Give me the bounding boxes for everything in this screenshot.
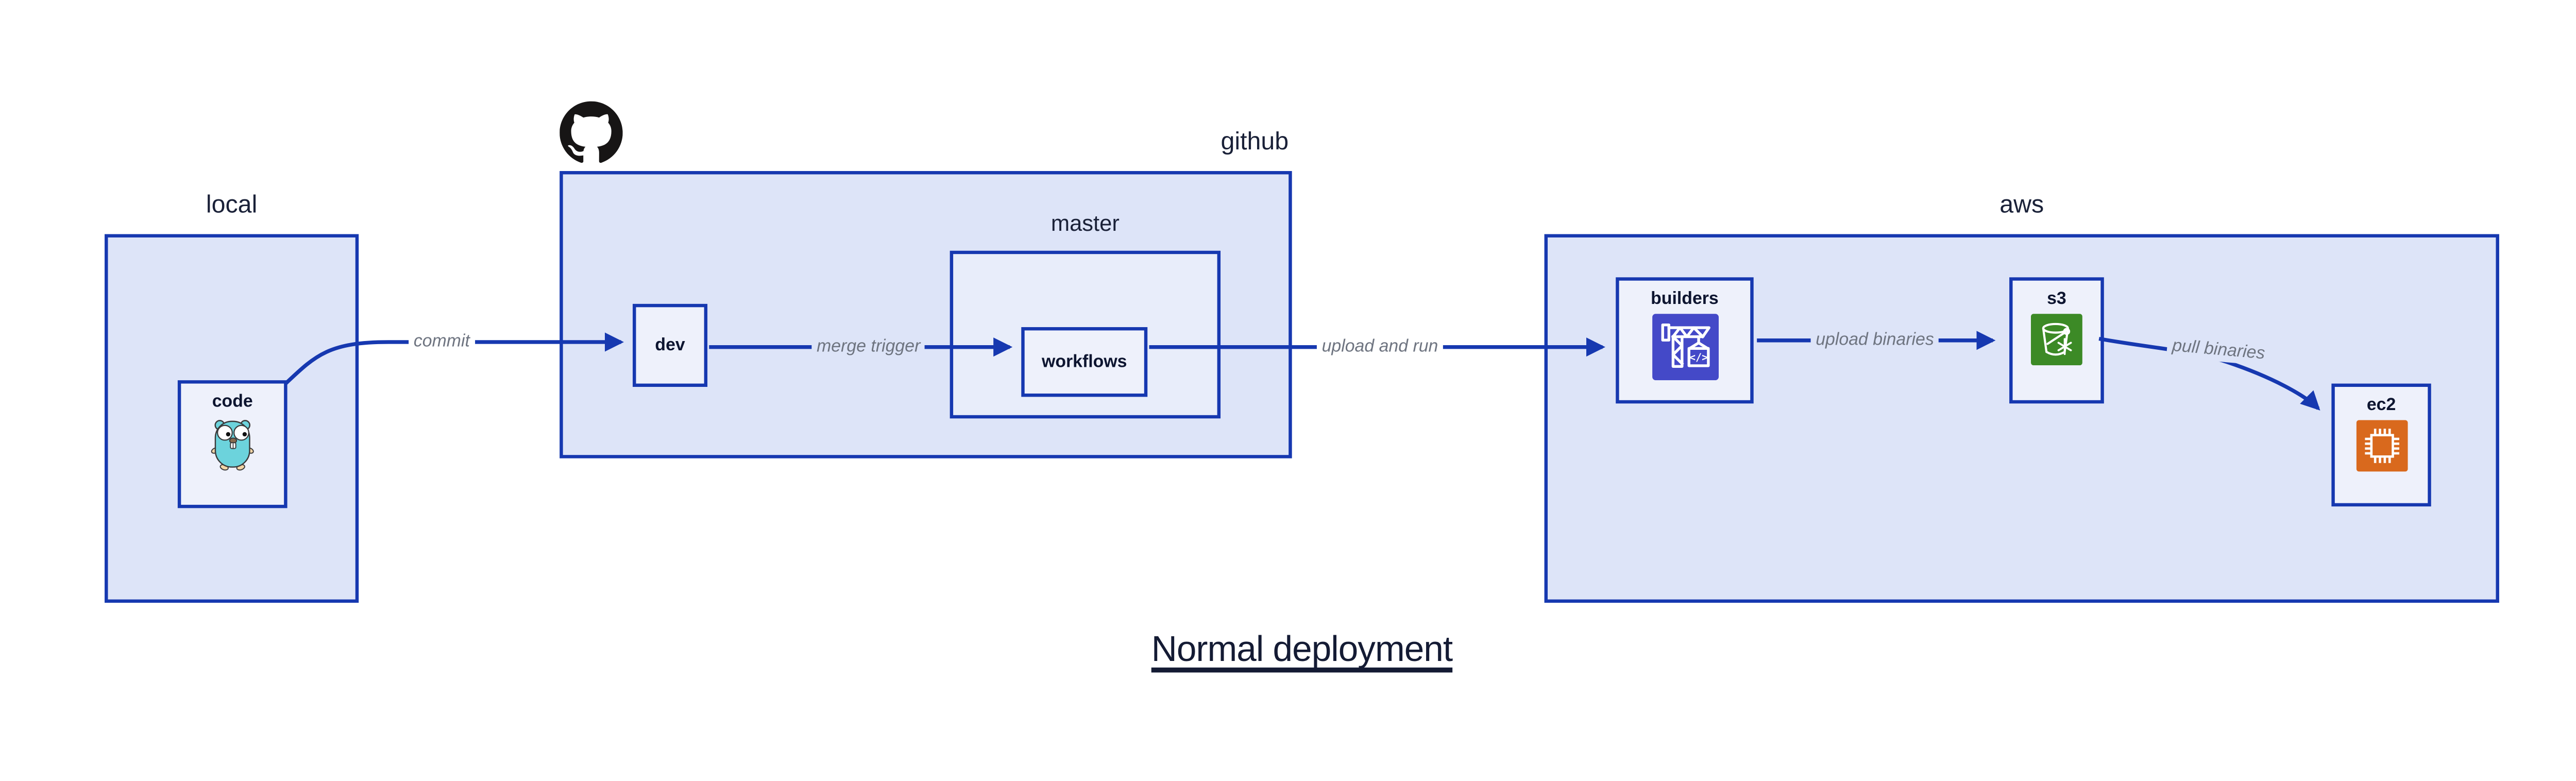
node-workflows: workflows xyxy=(1021,327,1148,397)
code-node-label: code xyxy=(212,392,253,412)
node-builders: builders </> xyxy=(1616,277,1754,404)
diagram-title: Normal deployment xyxy=(1151,629,1453,669)
edge-label-commit: commit xyxy=(409,331,475,353)
builders-node-label: builders xyxy=(1651,288,1719,309)
edge-label-merge-trigger: merge trigger xyxy=(811,336,926,358)
crane-code-glyph: </> xyxy=(1688,351,1707,364)
dev-node-label: dev xyxy=(655,335,685,355)
edge-label-upload-binaries: upload binaries xyxy=(1810,330,1939,351)
codebuild-crane-icon: </> xyxy=(1651,314,1718,381)
github-octocat-icon xyxy=(560,101,623,164)
node-code: code xyxy=(177,380,287,508)
github-group-label: github xyxy=(1221,128,1289,156)
node-dev: dev xyxy=(633,303,708,387)
go-gopher-icon xyxy=(211,417,254,471)
master-group-label: master xyxy=(1050,211,1120,236)
node-ec2: ec2 xyxy=(2331,383,2431,507)
aws-group-label: aws xyxy=(1999,191,2044,219)
local-group-label: local xyxy=(206,191,258,219)
workflows-node-label: workflows xyxy=(1042,352,1127,372)
edge-label-upload-and-run: upload and run xyxy=(1316,336,1444,358)
s3-node-label: s3 xyxy=(2047,288,2066,309)
node-s3: s3 xyxy=(2009,277,2104,404)
ec2-node-label: ec2 xyxy=(2366,395,2396,415)
ec2-chip-icon xyxy=(2355,420,2408,472)
s3-glacier-bucket-icon xyxy=(2030,314,2082,366)
